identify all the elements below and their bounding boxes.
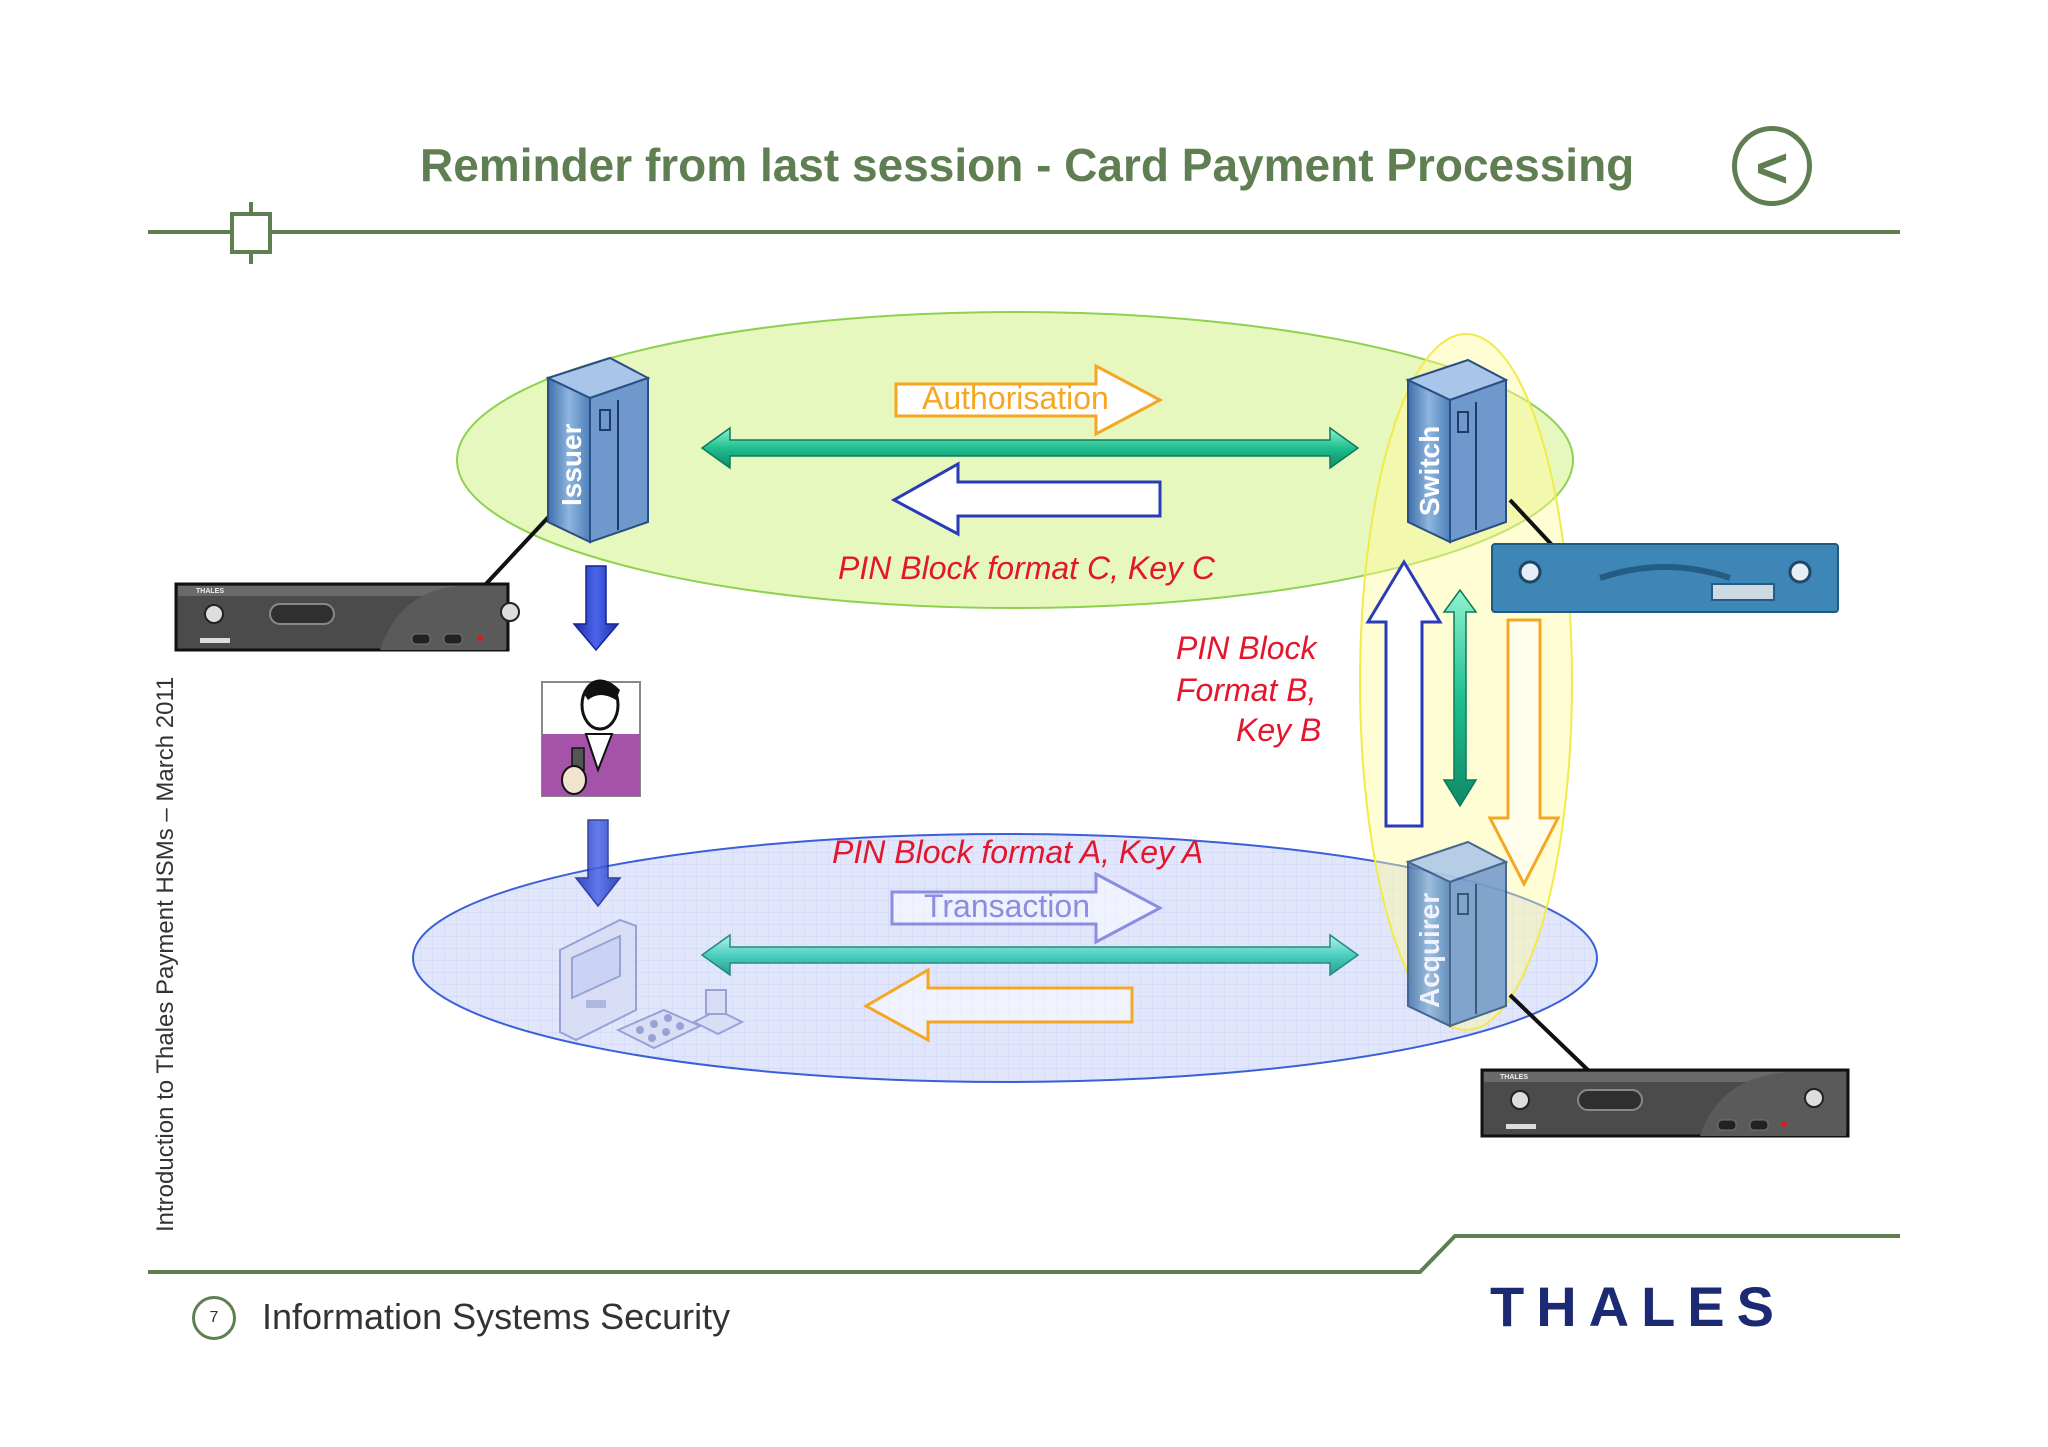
presentation-subtitle: Introduction to Thales Payment HSMs – Ma…	[152, 676, 179, 1232]
transaction-arrow	[890, 871, 1164, 945]
acquirer-server-icon	[1405, 840, 1509, 1028]
switch-server-icon	[1405, 358, 1509, 544]
down-arrow-issuer	[572, 565, 620, 652]
pin-block-c-label: PIN Block format C, Key C	[838, 550, 1215, 586]
switch-acquirer-arrow	[1442, 588, 1478, 808]
authorisation-label: Authorisation	[922, 380, 1109, 416]
return-arrow-blue	[890, 461, 1162, 537]
pin-block-b-line1: PIN Block	[1176, 630, 1317, 666]
header-connector	[230, 212, 272, 254]
down-arrow-cardholder	[574, 819, 622, 908]
issuer-label: Issuer	[556, 423, 587, 507]
thales-logo: THALES	[1490, 1275, 1786, 1338]
pin-block-b-line3: Key B	[1236, 712, 1322, 748]
switch-label: Switch	[1414, 425, 1445, 516]
cardholder-icon	[541, 679, 641, 797]
atm-icon	[559, 918, 637, 1042]
atm-acquirer-arrow	[700, 933, 1360, 977]
pin-block-b-line2: Format B,	[1176, 672, 1317, 708]
issuer-server-icon	[545, 356, 651, 544]
issuer-switch-arrow	[700, 426, 1360, 470]
hsm-device-acquirer	[1480, 1068, 1850, 1138]
page-title: Reminder from last session - Card Paymen…	[420, 139, 1635, 191]
issuer-switch-zone	[456, 311, 1574, 609]
authorisation-arrow	[894, 363, 1164, 437]
acquirer-label: Acquirer	[1414, 892, 1445, 1008]
hsm-device-switch	[1491, 543, 1839, 613]
back-button[interactable]: <	[1732, 126, 1812, 206]
footer-text: Information Systems Security	[262, 1296, 731, 1337]
chevron-left-icon: <	[1755, 136, 1789, 199]
return-arrow-orange	[862, 967, 1134, 1043]
up-arrow-blue	[1365, 559, 1443, 828]
pin-pad-icon	[615, 989, 745, 1050]
hsm-device-issuer	[174, 582, 520, 652]
page-number: 7	[192, 1296, 236, 1340]
down-arrow-orange	[1487, 618, 1561, 888]
pin-block-a-label: PIN Block format A, Key A	[832, 834, 1204, 870]
footer-rule	[148, 1234, 1900, 1274]
transaction-label: Transaction	[924, 888, 1090, 924]
hsm-brand-label: THALES	[196, 588, 224, 595]
hsm-brand-label: THALES	[1500, 1074, 1528, 1081]
